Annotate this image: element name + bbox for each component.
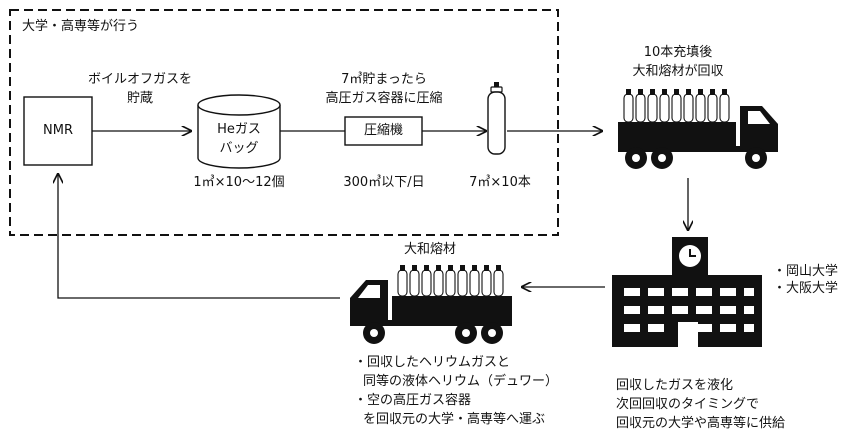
return-desc-line3: ・空の高圧ガス容器 bbox=[354, 393, 472, 408]
university-region-border bbox=[9, 9, 559, 236]
nmr-label: NMR bbox=[43, 123, 73, 138]
return-desc-line1: ・回収したヘリウムガスと bbox=[354, 355, 511, 370]
bag-count-label: 1㎥×10～12個 bbox=[193, 175, 285, 190]
boiloff-annotation-line2: 貯蔵 bbox=[126, 91, 153, 106]
university-building-icon bbox=[612, 237, 762, 347]
collection-truck-icon bbox=[618, 89, 778, 169]
collect-annotation-line2: 大和熔材が回収 bbox=[632, 64, 724, 79]
cylinder-count-label: 7㎥×10本 bbox=[469, 175, 531, 190]
bag-label-line1: Heガス bbox=[217, 122, 261, 137]
compress-annotation-line2: 高圧ガス容器に圧縮 bbox=[325, 91, 443, 106]
return-desc-line2: 同等の液体ヘリウム（デュワー） bbox=[363, 374, 559, 389]
boiloff-annotation-line1: ボイルオフガスを bbox=[87, 72, 192, 87]
university-desc-line1: 回収したガスを液化 bbox=[616, 378, 734, 393]
university-okayama: ・岡山大学 bbox=[773, 264, 839, 279]
return-desc-line4: を回収元の大学・高専等へ運ぶ bbox=[363, 412, 546, 427]
university-desc-line3: 回収元の大学や高専等に供給 bbox=[616, 416, 786, 431]
return-truck-label: 大和熔材 bbox=[403, 242, 456, 257]
compressor-label: 圧縮機 bbox=[363, 123, 403, 138]
university-osaka: ・大阪大学 bbox=[773, 281, 839, 296]
bag-label-line2: バッグ bbox=[219, 141, 259, 156]
collect-annotation-line1: 10本充填後 bbox=[643, 45, 713, 60]
he-gas-bag-icon bbox=[197, 94, 281, 169]
return-truck-icon bbox=[350, 265, 512, 344]
compress-annotation-line1: 7㎥貯まったら bbox=[341, 72, 427, 87]
university-desc-line2: 次回回収のタイミングで bbox=[616, 397, 760, 412]
region-label: 大学・高専等が行う bbox=[22, 19, 140, 34]
daily-limit-label: 300㎥以下/日 bbox=[343, 175, 425, 190]
gas-cylinder-icon bbox=[487, 82, 506, 155]
arrow-return-to-nmr bbox=[58, 174, 340, 299]
